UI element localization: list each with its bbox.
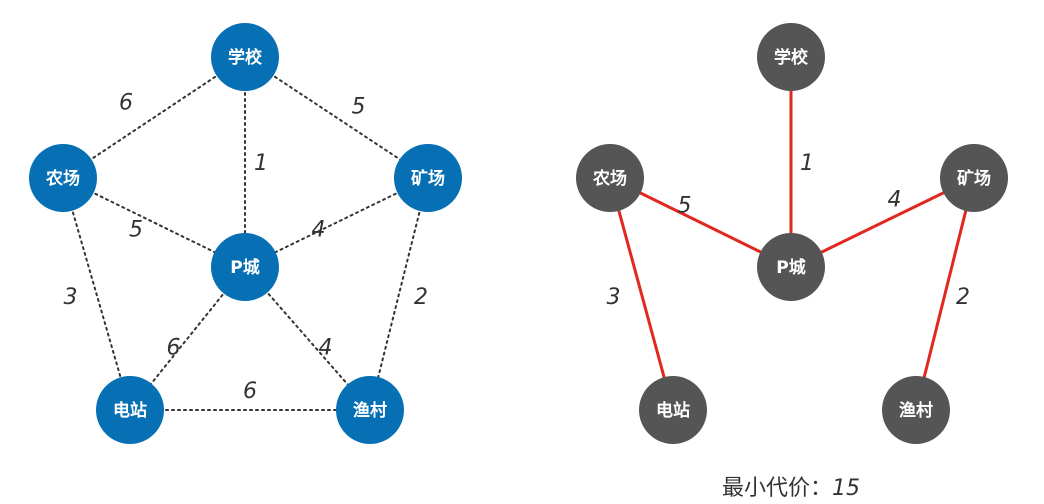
- min-cost-label: 最小代价：: [722, 476, 833, 501]
- left-edge-school-mine: [244, 56, 429, 179]
- left-node-circle-farm: [29, 144, 97, 212]
- right-node-label-pcity: P城: [776, 258, 805, 278]
- left-node-circle-fishing: [336, 376, 404, 444]
- right-edge-weight-mine-fishing: 2: [956, 285, 970, 310]
- left-edge-weight-farm-power: 3: [64, 285, 78, 310]
- right-node-label-farm: 农场: [592, 168, 627, 189]
- left-node-circle-school: [211, 23, 279, 91]
- left-edge-weight-school-pcity: 1: [254, 151, 268, 176]
- left-edge-weight-school-farm: 6: [119, 91, 133, 116]
- left-node-circle-mine: [394, 144, 462, 212]
- left-node-label-mine: 矿场: [411, 168, 445, 189]
- right-node-label-power: 电站: [656, 400, 690, 421]
- min-cost-value: 15: [832, 476, 861, 501]
- left-node-label-pcity: P城: [230, 258, 259, 278]
- right-node-fishing: 渔村: [882, 376, 950, 444]
- left-edge-weight-mine-fishing: 2: [414, 285, 428, 310]
- left-node-label-fishing: 渔村: [353, 400, 387, 421]
- left-edge-mine-fishing: [369, 177, 429, 411]
- left-edge-weight-pcity-fishing: 4: [319, 336, 333, 361]
- right-edge-mine-fishing: [914, 177, 976, 411]
- right-node-circle-pcity: [757, 233, 825, 301]
- left-node-farm: 农场: [29, 144, 97, 212]
- min-cost-caption: 最小代价：15: [722, 470, 860, 502]
- left-edge-school-farm: [62, 56, 246, 179]
- left-node-power: 电站: [96, 376, 164, 444]
- left-node-label-farm: 农场: [45, 168, 80, 189]
- right-edge-farm-power: [608, 177, 675, 411]
- left-node-mine: 矿场: [394, 144, 462, 212]
- left-node-label-power: 电站: [113, 400, 147, 421]
- left-node-label-school: 学校: [228, 47, 263, 68]
- left-node-pcity: P城: [211, 233, 279, 301]
- left-node-circle-pcity: [211, 233, 279, 301]
- right-edge-weight-farm-pcity: 5: [678, 194, 692, 219]
- left-node-school: 学校: [211, 23, 279, 91]
- right-node-school: 学校: [757, 23, 825, 91]
- left-edge-weight-mine-pcity: 4: [312, 218, 326, 243]
- right-edge-weight-farm-power: 3: [607, 285, 621, 310]
- left-node-circle-power: [96, 376, 164, 444]
- right-node-circle-power: [639, 376, 707, 444]
- left-edge-weight-school-mine: 5: [352, 95, 366, 120]
- right-node-label-mine: 矿场: [957, 168, 991, 189]
- left-edge-weight-pcity-power: 6: [167, 336, 181, 361]
- right-node-circle-school: [757, 23, 825, 91]
- right-edge-weight-school-pcity: 1: [800, 151, 814, 176]
- left-edge-weight-farm-pcity: 5: [129, 218, 143, 243]
- right-node-circle-fishing: [882, 376, 950, 444]
- right-node-power: 电站: [639, 376, 707, 444]
- left-edge-weight-power-fishing: 6: [243, 379, 257, 404]
- right-node-mine: 矿场: [940, 144, 1008, 212]
- right-node-label-school: 学校: [774, 47, 809, 68]
- right-node-circle-mine: [940, 144, 1008, 212]
- right-node-pcity: P城: [757, 233, 825, 301]
- right-node-label-fishing: 渔村: [899, 400, 933, 421]
- right-edge-weight-mine-pcity: 4: [888, 188, 902, 213]
- left-edge-farm-power: [62, 177, 131, 411]
- left-node-fishing: 渔村: [336, 376, 404, 444]
- right-node-circle-farm: [576, 144, 644, 212]
- right-node-farm: 农场: [576, 144, 644, 212]
